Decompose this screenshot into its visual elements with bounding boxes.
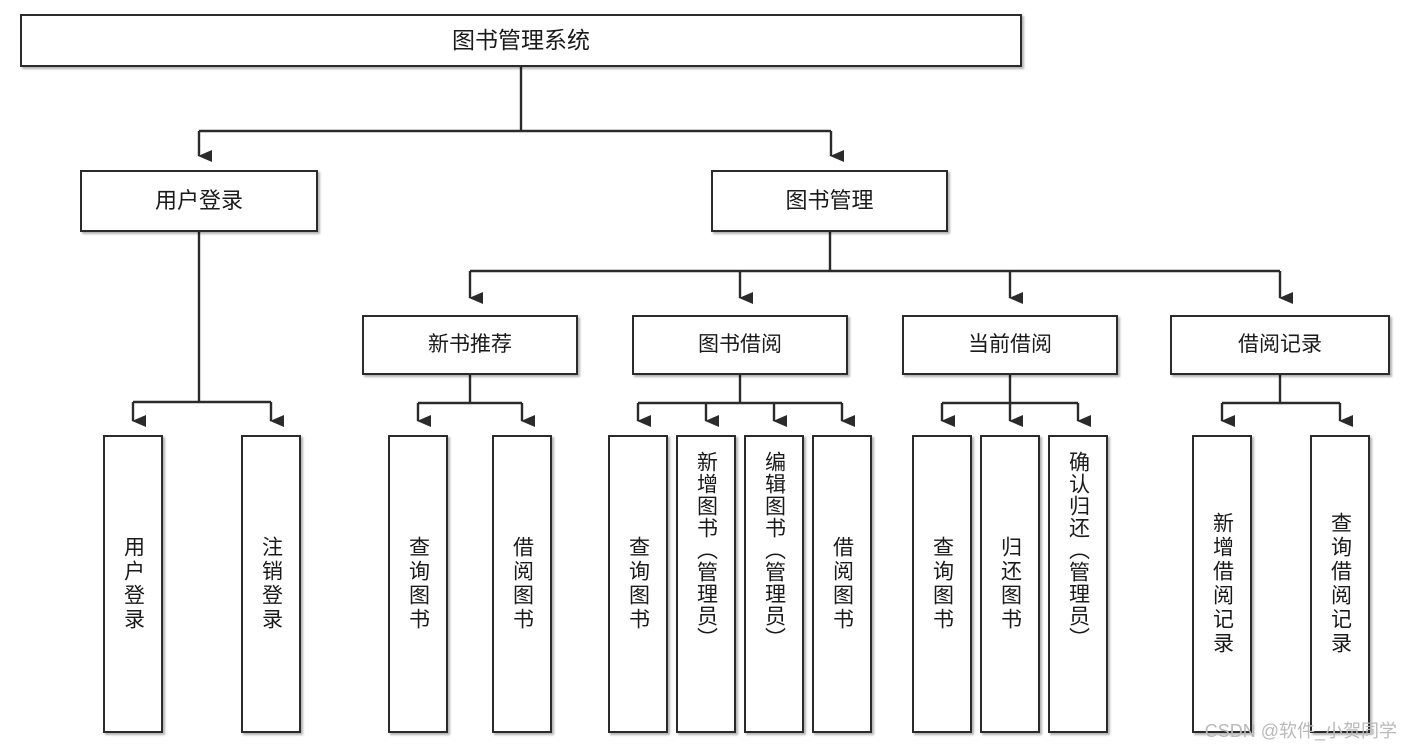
node-leaf-query-borrow-record[interactable]: 查询借阅记录 <box>1310 435 1370 733</box>
node-book-borrow[interactable]: 图书借阅 <box>632 315 848 375</box>
node-label: 借阅图书 <box>510 536 534 632</box>
node-label: 查询图书 <box>626 536 650 632</box>
node-leaf-add-borrow-record[interactable]: 新增借阅记录 <box>1192 435 1252 733</box>
node-label: 借阅记录 <box>1238 332 1322 356</box>
node-label: 图书管理 <box>785 188 874 214</box>
node-leaf-borrow-book-recommend[interactable]: 借阅图书 <box>492 435 552 733</box>
node-leaf-edit-book-admin[interactable]: 编辑图书（管理员） <box>744 435 804 733</box>
node-root-book-management-system[interactable]: 图书管理系统 <box>20 14 1022 67</box>
node-label: 编辑图书（管理员） <box>762 451 786 649</box>
node-label: 确认归还（管理员） <box>1066 451 1090 649</box>
node-label: 归还图书 <box>998 536 1022 632</box>
node-borrow-record[interactable]: 借阅记录 <box>1170 315 1390 375</box>
node-current-borrow[interactable]: 当前借阅 <box>902 315 1118 375</box>
node-leaf-add-book-admin[interactable]: 新增图书（管理员） <box>676 435 736 733</box>
node-user-login[interactable]: 用户登录 <box>80 170 318 232</box>
node-label: 用户登录 <box>121 536 145 632</box>
node-leaf-query-book-recommend[interactable]: 查询图书 <box>388 435 448 733</box>
node-label: 图书借阅 <box>698 332 782 356</box>
node-label: 注销登录 <box>259 536 283 632</box>
watermark-text: CSDN @软件_小贺同学 <box>1204 721 1397 741</box>
node-leaf-return-book[interactable]: 归还图书 <box>980 435 1040 733</box>
node-label: 用户登录 <box>154 188 243 214</box>
node-label: 新增借阅记录 <box>1210 512 1234 656</box>
node-leaf-confirm-return-admin[interactable]: 确认归还（管理员） <box>1048 435 1108 733</box>
node-leaf-query-book-borrow[interactable]: 查询图书 <box>608 435 668 733</box>
node-label: 当前借阅 <box>968 332 1052 356</box>
node-book-management[interactable]: 图书管理 <box>711 170 948 232</box>
node-label: 新增图书（管理员） <box>694 451 718 649</box>
node-leaf-query-book-current[interactable]: 查询图书 <box>912 435 972 733</box>
node-label: 查询图书 <box>406 536 430 632</box>
node-new-book-recommend[interactable]: 新书推荐 <box>362 315 578 375</box>
node-leaf-borrow-book[interactable]: 借阅图书 <box>812 435 872 733</box>
node-label: 图书管理系统 <box>452 26 590 53</box>
node-leaf-user-login[interactable]: 用户登录 <box>103 435 163 733</box>
node-label: 借阅图书 <box>830 536 854 632</box>
node-label: 查询图书 <box>930 536 954 632</box>
node-leaf-logout[interactable]: 注销登录 <box>241 435 301 733</box>
node-label: 查询借阅记录 <box>1328 512 1352 656</box>
node-label: 新书推荐 <box>428 332 512 356</box>
